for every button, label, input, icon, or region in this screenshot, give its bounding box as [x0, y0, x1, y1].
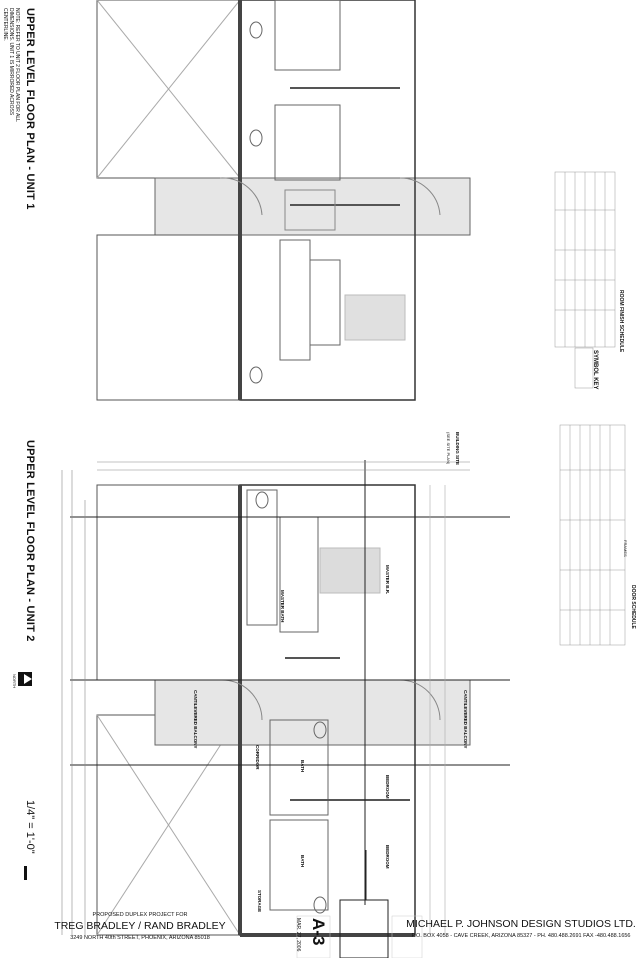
project-address: 3249 NORTH 40th STREET, PHOENIX, ARIZONA… [70, 935, 210, 941]
symbol-key-box [574, 347, 594, 389]
room-finish-schedule-title: ROOM FINISH SCHEDULE [618, 290, 624, 353]
scale-label: 1/4" = 1'-0" [24, 800, 36, 854]
scale-bar-icon [24, 866, 27, 880]
room-label-corridor: CORRIDOR [255, 745, 260, 770]
firm-address: P.O. BOX 4058 - CAVE CREEK, ARIZONA 8532… [411, 933, 631, 939]
room-label-master-bath: MASTER BATH [280, 590, 285, 623]
client-name: TREG BRADLEY / RAND BRADLEY [54, 920, 226, 932]
door-schedule-table [559, 424, 626, 646]
unit1-balcony [154, 177, 471, 236]
room-label-bedroom: BEDROOM [385, 775, 390, 799]
unit1-title: UPPER LEVEL FLOOR PLAN - UNIT 1 [24, 8, 36, 210]
room-finish-schedule-table [554, 171, 616, 348]
room-label-balcony-left: CANTILEVERED BALCONY [193, 690, 198, 749]
project-for-label: PROPOSED DUPLEX PROJECT FOR [92, 912, 188, 918]
unit2-balcony [154, 679, 471, 746]
building-site-sub: (SEE SITE PLAN) [446, 432, 451, 465]
building-site-label: BUILDING SITE [455, 432, 460, 466]
unit1-note: NOTE: REFER TO UNIT 2 FLOOR PLAN FOR ALL… [2, 8, 20, 122]
room-label-bedroom: BEDROOM [385, 845, 390, 869]
room-label-bath: BATH [300, 855, 305, 868]
unit2-title: UPPER LEVEL FLOOR PLAN - UNIT 2 [24, 440, 36, 642]
room-label-storage: STORAGE [257, 890, 262, 913]
room-label-master-br: MASTER B.R. [385, 565, 390, 595]
sheet-date: MAR. 27, 2006 [295, 918, 301, 952]
frames-header: FRAMES [623, 540, 628, 557]
room-label-balcony-right: CANTILEVERED BALCONY [463, 690, 468, 749]
sheet-number: A-3 [309, 918, 328, 946]
symbol-key-title: SYMBOL KEY [592, 350, 598, 390]
firm-name: MICHAEL P. JOHNSON DESIGN STUDIOS LTD. [406, 918, 636, 930]
room-label-bath: BATH [300, 760, 305, 773]
door-schedule-title: DOOR SCHEDULE [630, 585, 636, 629]
north-label: NORTH [12, 674, 17, 689]
